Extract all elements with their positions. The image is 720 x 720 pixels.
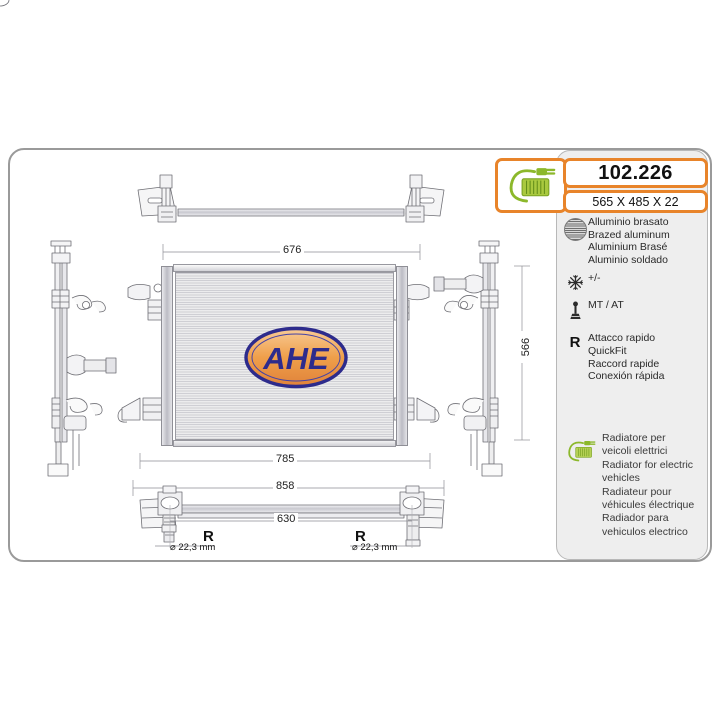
- spec-material-line-1: Alluminio brasato: [588, 216, 669, 228]
- radiator-side-tank-right: [396, 266, 408, 446]
- spec-quickfit-line-1: Attacco rapido: [588, 332, 656, 345]
- product-code-box: 102.226: [563, 158, 708, 188]
- dimension-label-overall-width: 858: [273, 480, 298, 492]
- ev-note-line-6: véhicules électrique: [602, 499, 695, 512]
- spec-row-air-conditioning: +/-: [562, 272, 708, 291]
- ev-note-line-7: Radiador para: [602, 512, 669, 525]
- product-code: 102.226: [598, 161, 673, 184]
- electric-radiator-plug-icon-small: [562, 432, 602, 473]
- ev-note-line-5: Radiateur pour: [602, 485, 672, 498]
- spec-transmission-label: MT / AT: [588, 299, 624, 312]
- gear-shift-icon: [562, 299, 588, 320]
- svg-text:AHE: AHE: [262, 341, 330, 376]
- spec-row-quickfit: R Attacco rapido QuickFit Raccord rapide…: [562, 332, 708, 382]
- ahe-logo-overlay: AHE: [244, 326, 348, 389]
- snowflake-icon: [562, 272, 588, 291]
- spec-air-conditioning-label: +/-: [588, 272, 601, 285]
- ev-note-line-4: vehicles: [602, 472, 640, 485]
- spec-quickfit-line-4: Conexión rápida: [588, 370, 665, 383]
- connector-diameter-right: ⌀ 22,3 mm: [352, 542, 398, 553]
- brazed-aluminum-swatch-icon: [562, 216, 588, 241]
- dimension-label-bottom-span: 630: [274, 513, 299, 525]
- spec-quickfit-line-3: Raccord rapide: [588, 357, 660, 370]
- radiator-core-top-rail: [173, 264, 396, 272]
- connector-diameter-left: ⌀ 22,3 mm: [170, 542, 216, 553]
- radiator-core-bottom-rail: [173, 440, 396, 447]
- dimension-label-top-width: 676: [280, 244, 305, 256]
- spec-quickfit-line-2: QuickFit: [588, 344, 627, 357]
- specification-panel: [556, 150, 708, 560]
- ev-note-line-1: Radiatore per: [602, 432, 666, 444]
- electric-radiator-plug-icon: [509, 168, 556, 203]
- dimension-label-core-width: 785: [273, 453, 298, 465]
- quickfit-marker-right: R: [355, 528, 366, 545]
- electric-vehicle-note: Radiatore per veicoli elettrici Radiator…: [562, 432, 708, 539]
- product-dimensions-box: 565 X 485 X 22: [563, 190, 708, 213]
- spec-row-transmission: MT / AT: [562, 299, 708, 320]
- specification-rows: Alluminio brasato Brazed aluminum Alumin…: [562, 216, 708, 386]
- quickfit-marker-left: R: [203, 528, 214, 545]
- ev-note-line-8: vehiculos electrico: [602, 525, 688, 538]
- ev-note-line-3: Radiator for electric: [602, 458, 694, 471]
- spec-material-line-4: Aluminio soldado: [588, 253, 668, 266]
- product-dimensions: 565 X 485 X 22: [592, 194, 679, 209]
- spec-material-line-2: Brazed aluminum: [588, 228, 670, 241]
- spec-material-line-3: Aluminium Brasé: [588, 241, 668, 254]
- spec-row-material: Alluminio brasato Brazed aluminum Alumin…: [562, 216, 708, 266]
- ev-note-line-2: veicoli elettrici: [602, 445, 668, 458]
- electric-vehicle-badge: [495, 158, 567, 213]
- radiator-side-tank-left: [161, 266, 173, 446]
- quickfit-r-icon: R: [569, 334, 581, 352]
- dimension-label-height: 566: [520, 331, 532, 363]
